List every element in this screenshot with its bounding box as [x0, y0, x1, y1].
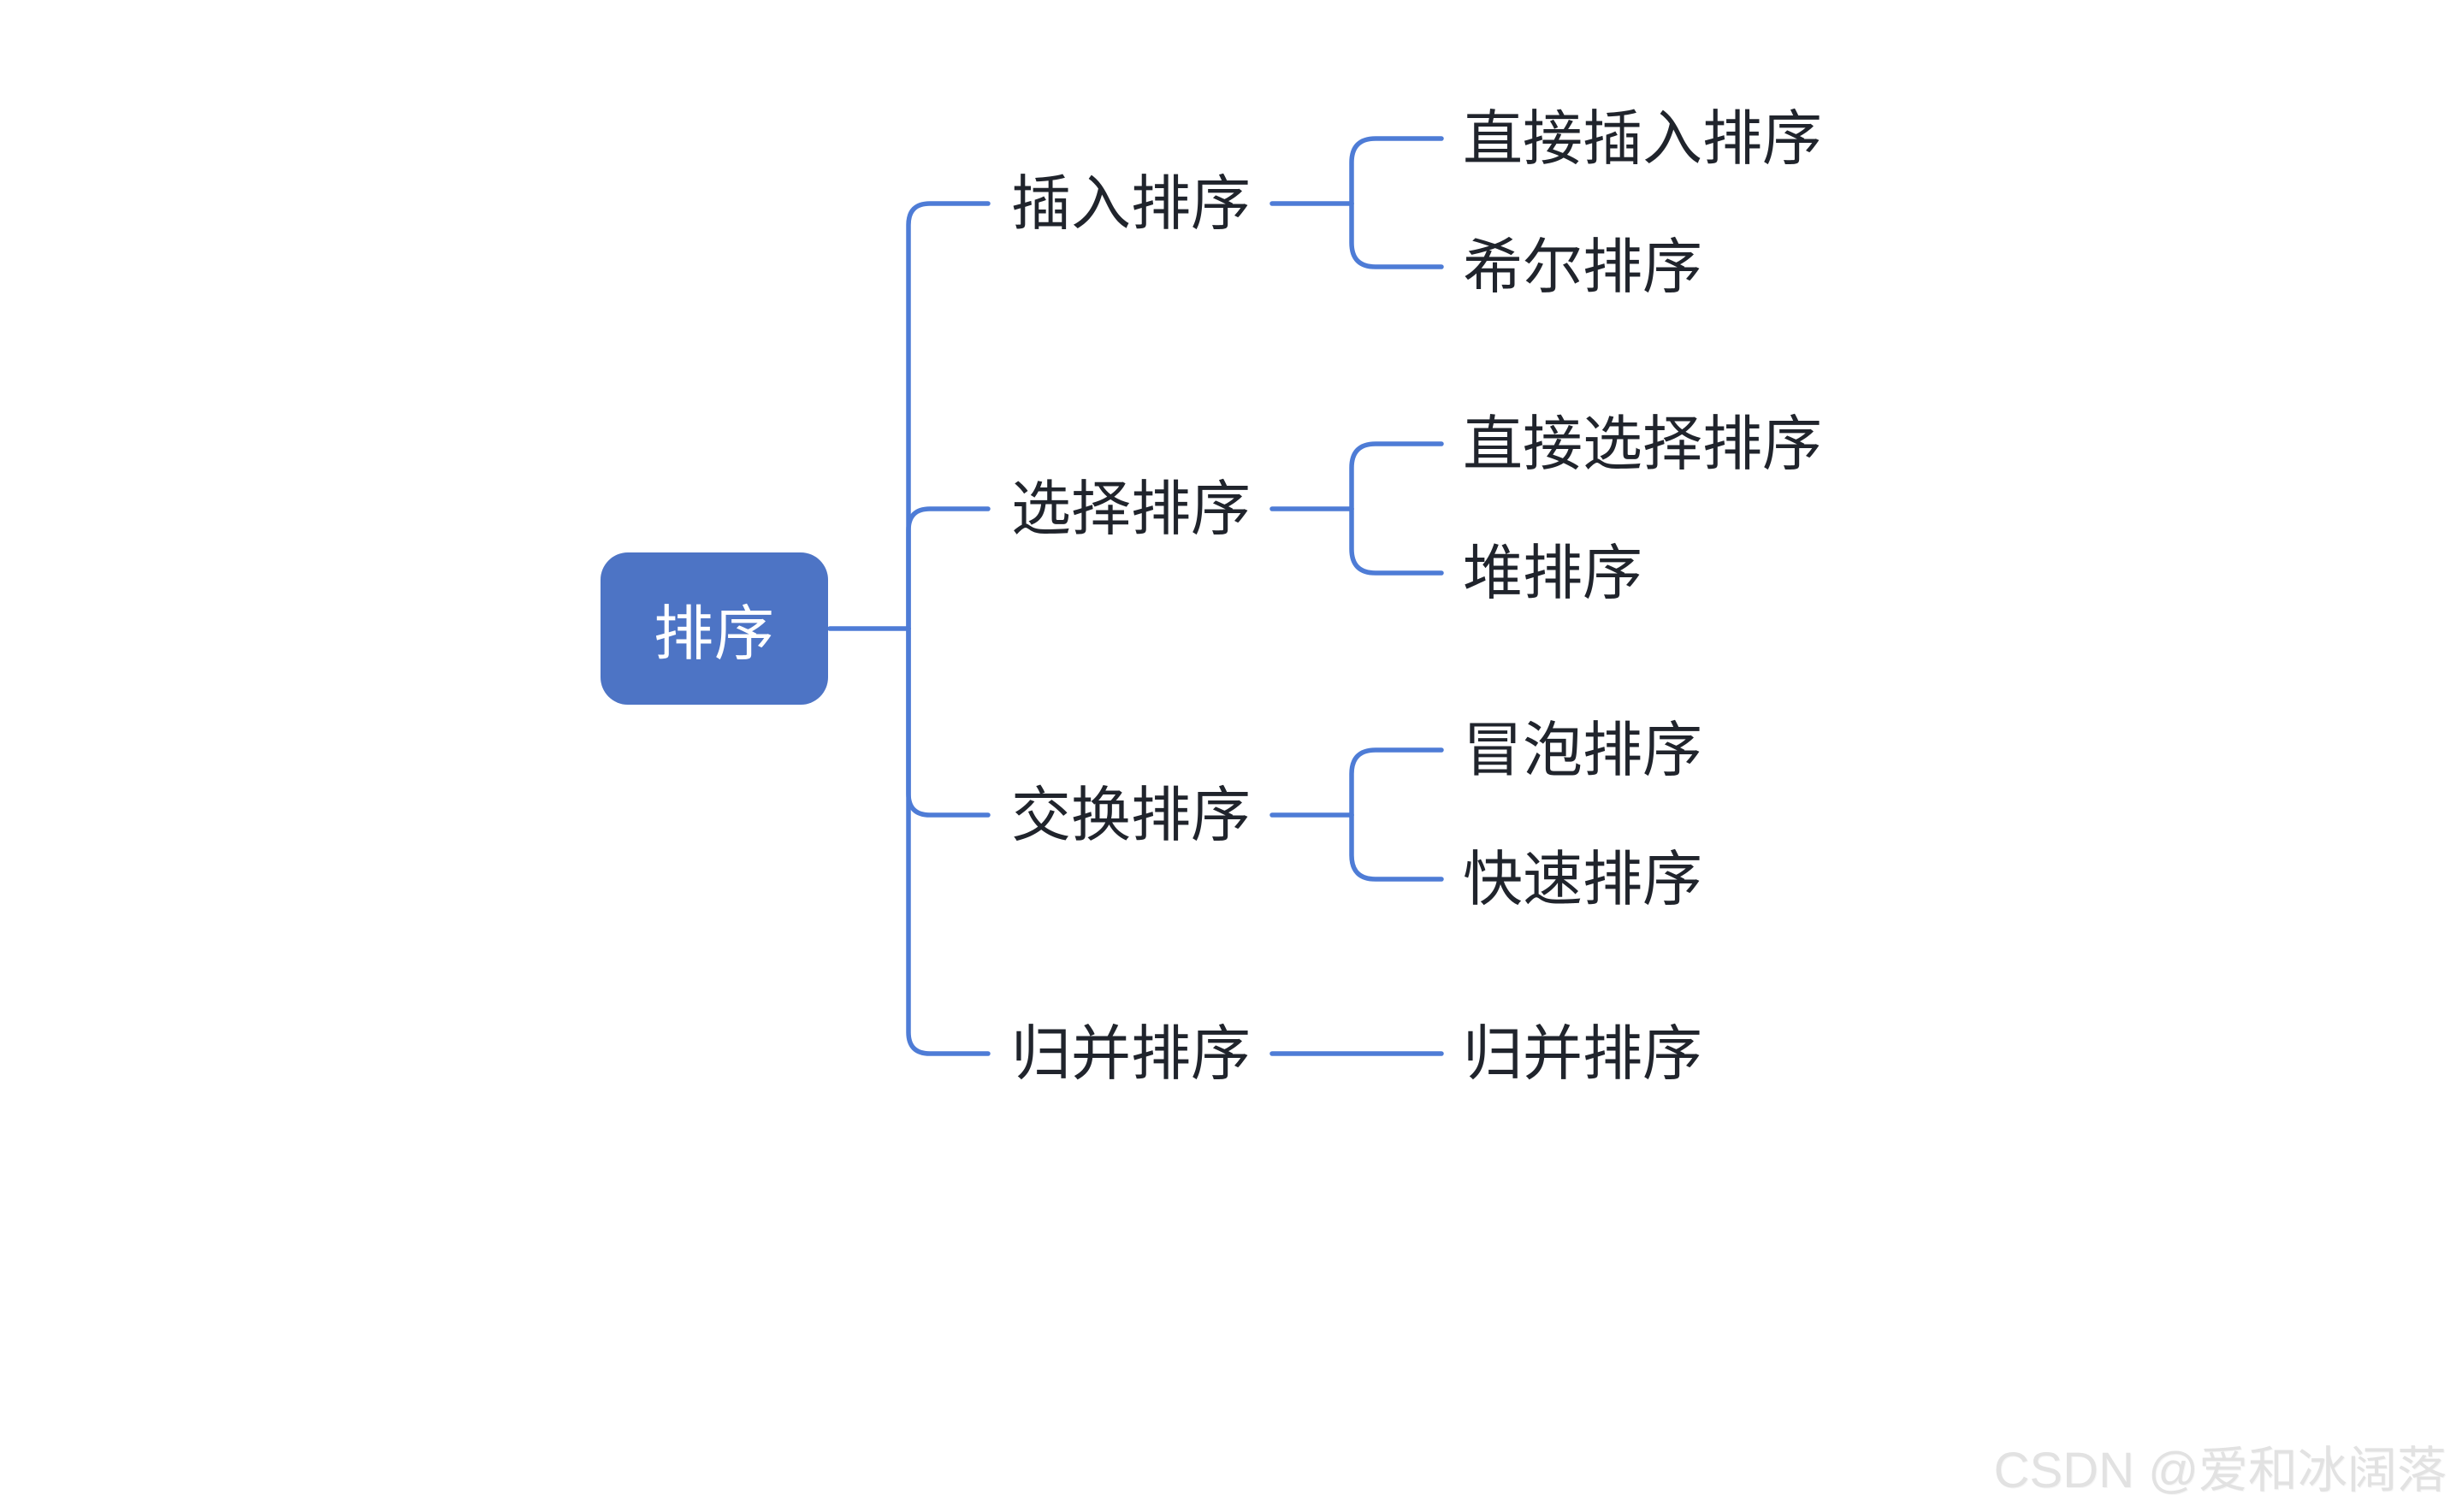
root-node-sorting: 排序 — [601, 552, 828, 705]
branch-merge-sort: 归并排序 — [1011, 1020, 1251, 1087]
connector-heap-sort — [1349, 506, 1444, 576]
connector-bubble-sort — [1349, 747, 1444, 818]
connector-quick-sort — [1349, 812, 1444, 882]
connector-direct-select — [1349, 441, 1444, 511]
branch-select-sort: 选择排序 — [1011, 475, 1251, 542]
connector-branch-exchange — [906, 626, 991, 818]
leaf-direct-insert-sort: 直接插入排序 — [1463, 105, 1822, 172]
branch-exchange-sort: 交换排序 — [1011, 782, 1251, 848]
leaf-heap-sort: 堆排序 — [1463, 540, 1642, 606]
connector-branch-select — [906, 506, 991, 631]
csdn-watermark: CSDN @爱和冰阔落 — [1993, 1443, 2447, 1498]
connector-shell-sort — [1349, 201, 1444, 269]
leaf-direct-select-sort: 直接选择排序 — [1463, 410, 1822, 477]
branch-insert-sort: 插入排序 — [1011, 170, 1251, 237]
leaf-quick-sort: 快速排序 — [1463, 846, 1702, 913]
leaf-shell-sort: 希尔排序 — [1463, 233, 1702, 300]
connector-branch-merge — [906, 626, 991, 1056]
connector-direct-insert — [1349, 136, 1444, 206]
root-node-label: 排序 — [654, 599, 775, 667]
leaf-merge-sort: 归并排序 — [1463, 1020, 1702, 1087]
leaf-bubble-sort: 冒泡排序 — [1463, 717, 1702, 783]
connector-branch-insert — [906, 201, 991, 631]
